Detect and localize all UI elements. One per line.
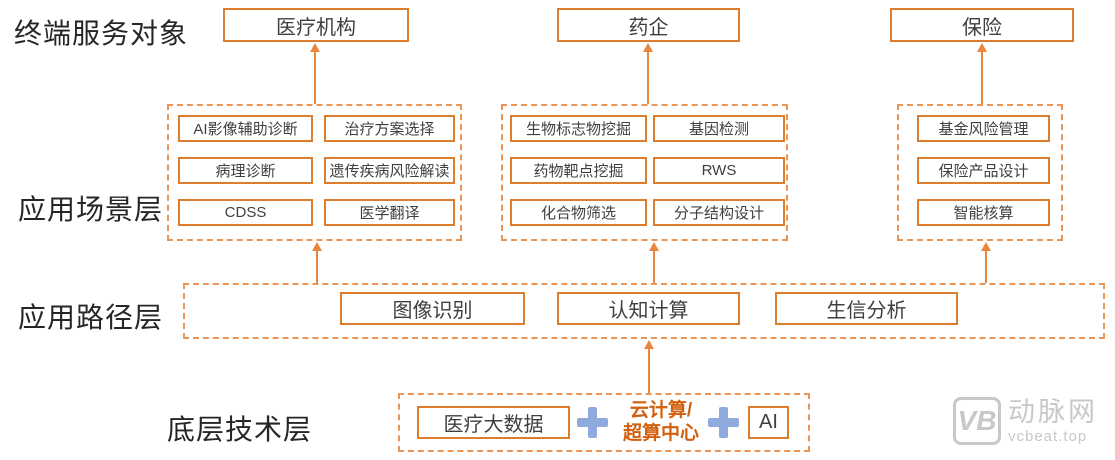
path-box-cognitive-computing: 认知计算 bbox=[557, 292, 740, 325]
scene-box-gene-testing: 基因检测 bbox=[653, 115, 785, 142]
scene-group-pharma: 生物标志物挖掘 基因检测 药物靶点挖掘 RWS 化合物筛选 分子结构设计 bbox=[501, 104, 788, 241]
arrow-path-to-scene-pharma bbox=[649, 242, 659, 283]
scene-group-insurance: 基金风险管理 保险产品设计 智能核算 bbox=[897, 104, 1063, 241]
arrow-scene-to-medical-institution bbox=[310, 43, 320, 104]
scene-box-rws: RWS bbox=[653, 157, 785, 184]
label-end-service-targets: 终端服务对象 bbox=[14, 18, 189, 49]
scene-box-treatment-plan-selection: 治疗方案选择 bbox=[324, 115, 455, 142]
box-pharma-company: 药企 bbox=[557, 8, 740, 42]
scene-box-molecular-structure-design: 分子结构设计 bbox=[653, 199, 785, 226]
scene-box-intelligent-accounting: 智能核算 bbox=[917, 199, 1050, 226]
tech-text-cloud-supercomputing: 云计算/ 超算中心 bbox=[610, 399, 712, 445]
scene-box-ai-imaging-diagnosis: AI影像辅助诊断 bbox=[178, 115, 313, 142]
tech-text-cloud-line1: 云计算/ bbox=[629, 400, 693, 421]
path-box-bioinformatics-analysis: 生信分析 bbox=[775, 292, 958, 325]
tech-box-ai: AI bbox=[748, 406, 789, 439]
plus-icon bbox=[577, 407, 608, 438]
scene-box-cdss: CDSS bbox=[178, 199, 313, 226]
scene-box-pathology-diagnosis: 病理诊断 bbox=[178, 157, 313, 184]
watermark-brand-name: 动脉网 bbox=[1008, 396, 1098, 427]
label-base-technology-layer: 底层技术层 bbox=[167, 414, 313, 445]
tech-box-medical-big-data: 医疗大数据 bbox=[417, 406, 570, 439]
plus-icon bbox=[708, 407, 739, 438]
scene-box-compound-screening: 化合物筛选 bbox=[510, 199, 647, 226]
scene-box-drug-target-mining: 药物靶点挖掘 bbox=[510, 157, 647, 184]
label-application-path-layer: 应用路径层 bbox=[18, 302, 164, 333]
scene-box-medical-translation: 医学翻译 bbox=[324, 199, 455, 226]
path-box-image-recognition: 图像识别 bbox=[340, 292, 525, 325]
box-insurance: 保险 bbox=[890, 8, 1074, 42]
scene-group-medical: AI影像辅助诊断 治疗方案选择 病理诊断 遗传疾病风险解读 CDSS 医学翻译 bbox=[167, 104, 462, 241]
vcbeat-watermark: VB 动脉网 vcbeat.top bbox=[953, 397, 1098, 445]
arrow-path-to-scene-insurance bbox=[981, 242, 991, 283]
arrow-tech-to-path bbox=[644, 340, 654, 393]
tech-text-cloud-line2: 超算中心 bbox=[622, 423, 699, 444]
scene-box-genetic-disease-risk: 遗传疾病风险解读 bbox=[324, 157, 455, 184]
watermark-site-url: vcbeat.top bbox=[1008, 427, 1088, 445]
arrow-scene-to-pharma bbox=[643, 43, 653, 104]
label-application-scene-layer: 应用场景层 bbox=[18, 194, 164, 225]
vb-logo-icon: VB bbox=[953, 397, 1001, 445]
box-medical-institution: 医疗机构 bbox=[223, 8, 409, 42]
scene-box-fund-risk-management: 基金风险管理 bbox=[917, 115, 1050, 142]
arrow-path-to-scene-medical bbox=[312, 242, 322, 283]
arrow-scene-to-insurance bbox=[977, 43, 987, 104]
scene-box-biomarker-mining: 生物标志物挖掘 bbox=[510, 115, 647, 142]
scene-box-insurance-product-design: 保险产品设计 bbox=[917, 157, 1050, 184]
